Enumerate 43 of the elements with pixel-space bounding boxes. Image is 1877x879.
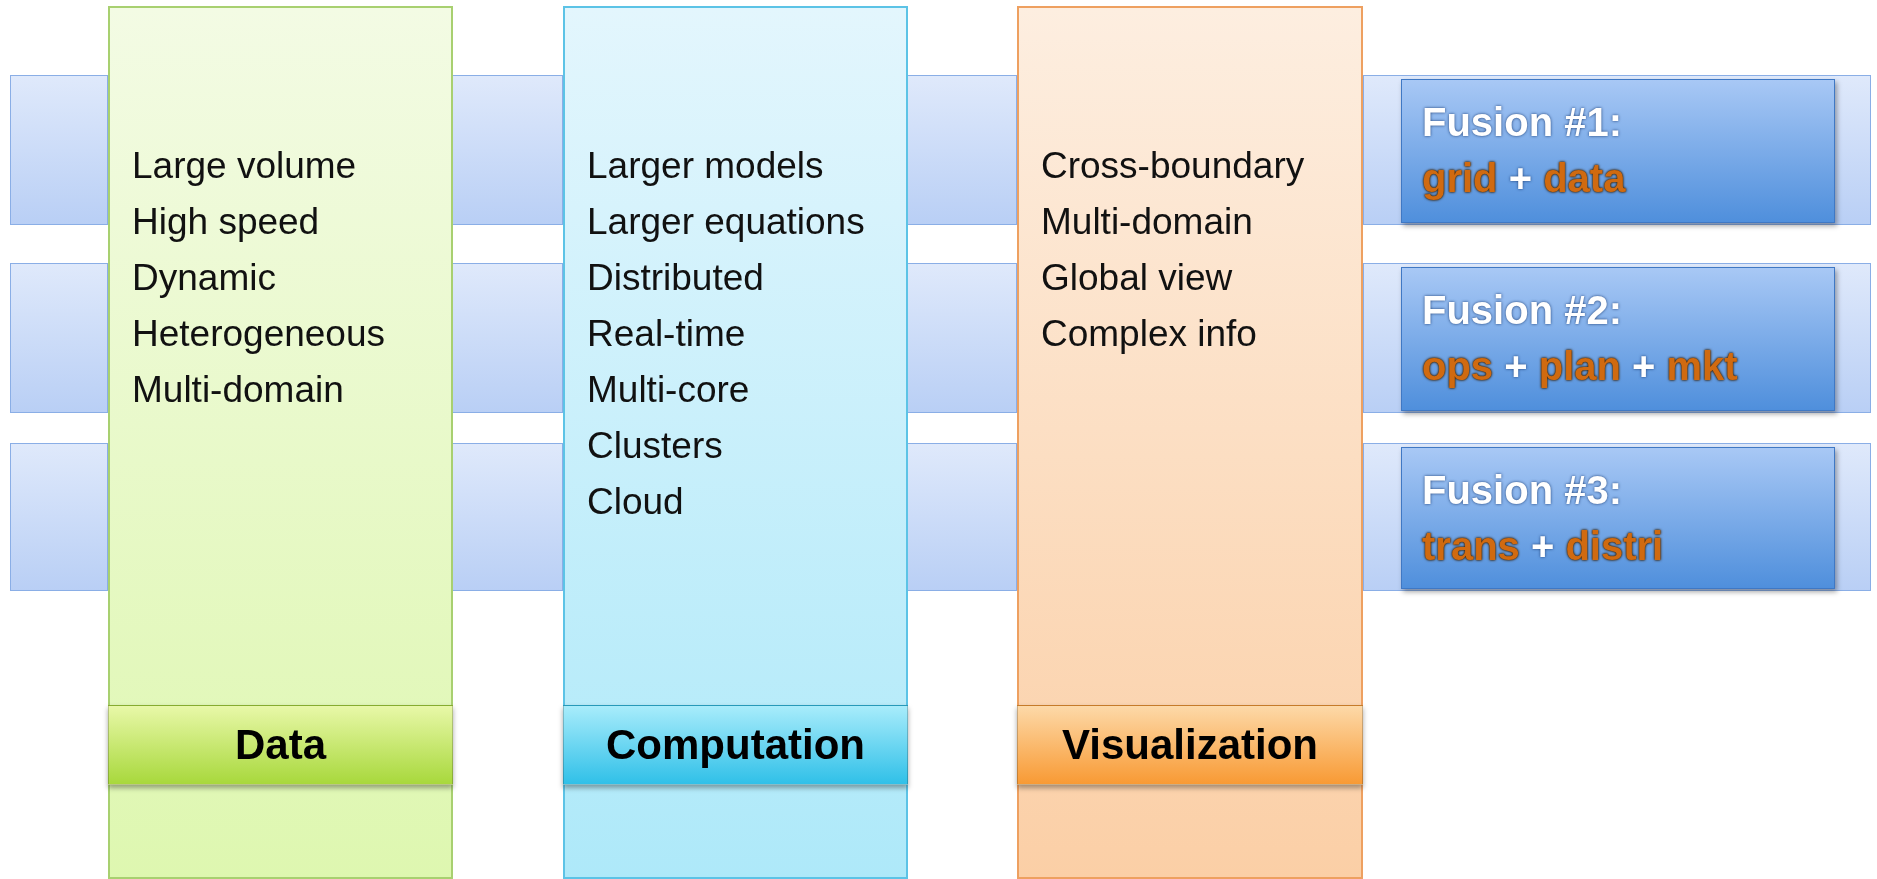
- fusion-box: [1401, 79, 1835, 223]
- feature-text: Large volume: [132, 144, 358, 188]
- feature-text: Heterogeneous: [132, 312, 386, 356]
- category-tab: Visualization: [1017, 705, 1363, 785]
- fusion-formula: grid + data: [1422, 155, 1627, 202]
- feature-text: Multi-core: [587, 368, 751, 412]
- feature-text: Larger models: [587, 144, 825, 188]
- feature-text: Multi-domain: [132, 368, 345, 412]
- band-bar: [10, 263, 108, 413]
- feature-text: Dynamic: [132, 256, 277, 300]
- band-bar: [1363, 443, 1871, 591]
- feature-text: Cloud: [587, 480, 685, 524]
- feature-text: Larger equations: [587, 200, 865, 244]
- band-bar: [10, 75, 108, 225]
- category-column: [108, 6, 453, 879]
- category-tab: Data: [108, 705, 453, 785]
- band-bar: [1363, 263, 1871, 413]
- feature-text: Complex info: [1041, 312, 1258, 356]
- band-bar: [907, 75, 1017, 225]
- feature-text: Cross-boundary: [1041, 144, 1305, 188]
- band-bar: [452, 443, 563, 591]
- fusion-title: Fusion #1:: [1422, 99, 1624, 146]
- fusion-box: [1401, 267, 1835, 411]
- feature-text: Real-time: [587, 312, 747, 356]
- feature-text: Multi-domain: [1041, 200, 1254, 244]
- fusion-formula: trans + distri: [1422, 523, 1665, 570]
- band-bar: [907, 443, 1017, 591]
- category-tab: Computation: [563, 705, 908, 785]
- feature-text: Global view: [1041, 256, 1234, 300]
- feature-text: High speed: [132, 200, 321, 244]
- band-bar: [907, 263, 1017, 413]
- category-column: [1017, 6, 1363, 879]
- feature-text: Clusters: [587, 424, 724, 468]
- fusion-title: Fusion #2:: [1422, 287, 1624, 334]
- band-bar: [452, 75, 563, 225]
- feature-text: Distributed: [587, 256, 765, 300]
- band-bar: [452, 263, 563, 413]
- fusion-box: [1401, 447, 1835, 589]
- band-bar: [1363, 75, 1871, 225]
- fusion-formula: ops + plan + mkt: [1422, 343, 1739, 390]
- fusion-title: Fusion #3:: [1422, 467, 1624, 514]
- category-column: [563, 6, 908, 879]
- band-bar: [10, 443, 108, 591]
